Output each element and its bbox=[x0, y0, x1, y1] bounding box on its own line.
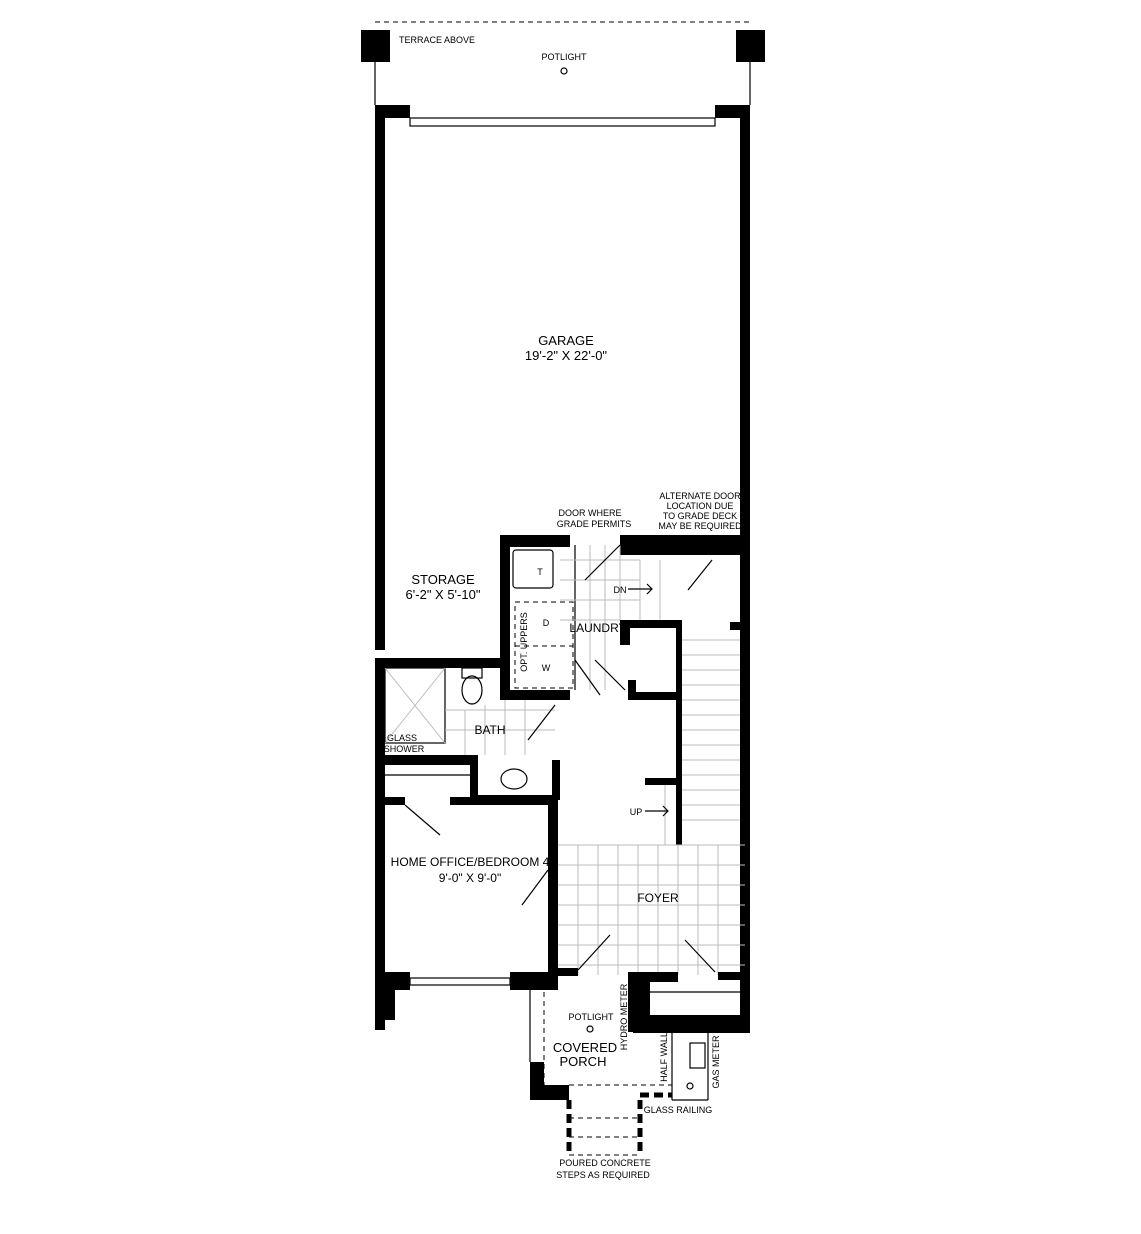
dn-label: DN bbox=[614, 585, 627, 595]
gas-meter bbox=[689, 1042, 706, 1069]
laundry-label: LAUNDRY bbox=[569, 621, 626, 635]
potlight-icon bbox=[560, 67, 568, 75]
storage-label: STORAGE bbox=[411, 572, 475, 587]
washer-dryer-outline bbox=[514, 601, 574, 689]
office-walls bbox=[375, 797, 558, 1020]
office-label: HOME OFFICE/BEDROOM 4 bbox=[391, 855, 550, 869]
front-door bbox=[577, 934, 611, 971]
up-label: UP bbox=[630, 807, 643, 817]
door-note: GRADE PERMITS bbox=[557, 519, 632, 529]
garage-walls bbox=[375, 105, 750, 650]
glass-shower bbox=[384, 667, 446, 744]
laundry-walls bbox=[500, 535, 750, 1030]
arrow-right-icon bbox=[646, 583, 653, 595]
foyer bbox=[558, 844, 750, 1033]
glass-railing bbox=[566, 1092, 672, 1155]
hydro-meter-label: HYDRO METER bbox=[619, 983, 629, 1050]
shower-label: GLASS bbox=[387, 733, 417, 743]
closet-door bbox=[684, 939, 716, 973]
office-dimensions: 9'-0" X 9'-0" bbox=[439, 871, 501, 885]
office-window bbox=[409, 977, 511, 986]
washer-label: W bbox=[542, 663, 551, 673]
alt-door bbox=[687, 559, 713, 591]
glass-railing-label: GLASS RAILING bbox=[644, 1105, 713, 1115]
garage-label: GARAGE bbox=[538, 333, 594, 348]
toilet bbox=[461, 675, 483, 705]
terrace-post-left bbox=[361, 30, 390, 62]
bath-label: BATH bbox=[474, 723, 505, 737]
sink bbox=[500, 768, 528, 790]
foyer-label: FOYER bbox=[637, 891, 679, 905]
garage-door-swing bbox=[584, 544, 621, 581]
stair-arrows bbox=[628, 583, 669, 817]
terrace-outline bbox=[361, 21, 765, 105]
opt-uppers-label: OPT. UPPERS bbox=[519, 612, 529, 672]
terrace-label: TERRACE ABOVE bbox=[399, 35, 475, 45]
arrow-right-icon bbox=[662, 805, 669, 817]
garage-door bbox=[409, 117, 716, 127]
concrete-steps bbox=[569, 1117, 640, 1156]
potlight-label: POTLIGHT bbox=[541, 52, 587, 62]
stairs bbox=[639, 560, 740, 845]
alt-door-note: TO GRADE DECK bbox=[663, 511, 737, 521]
office-door bbox=[521, 869, 549, 906]
hydro-meter bbox=[629, 999, 636, 1016]
storage-dimensions: 6'-2" X 5'-10" bbox=[406, 587, 481, 602]
terrace-post-right bbox=[736, 30, 765, 62]
potlight-icon bbox=[586, 1025, 594, 1033]
porch-label: PORCH bbox=[560, 1054, 607, 1069]
closet-door bbox=[404, 804, 441, 836]
potlight-label: POTLIGHT bbox=[568, 1012, 614, 1022]
alt-door-note: MAY BE REQUIRED bbox=[658, 521, 742, 531]
tub-label: T bbox=[537, 567, 543, 577]
closet-door bbox=[594, 659, 626, 691]
porch bbox=[529, 990, 709, 1156]
steps-label: POURED CONCRETE bbox=[559, 1158, 651, 1168]
door-note: DOOR WHERE bbox=[559, 508, 622, 518]
laundry-tub bbox=[512, 549, 554, 589]
shower-label: SHOWER bbox=[384, 744, 425, 754]
porch-label: COVERED bbox=[553, 1040, 617, 1055]
alt-door-note: LOCATION DUE bbox=[667, 501, 734, 511]
gas-meter-label: GAS METER bbox=[711, 1035, 721, 1089]
half-wall-label: HALF WALL bbox=[659, 1032, 669, 1082]
dryer-label: D bbox=[543, 618, 550, 628]
alt-door-note: ALTERNATE DOOR bbox=[659, 491, 741, 501]
garage-dimensions: 19'-2" X 22'-0" bbox=[525, 348, 608, 363]
bath-door bbox=[527, 704, 556, 741]
steps-label: STEPS AS REQUIRED bbox=[556, 1170, 650, 1180]
